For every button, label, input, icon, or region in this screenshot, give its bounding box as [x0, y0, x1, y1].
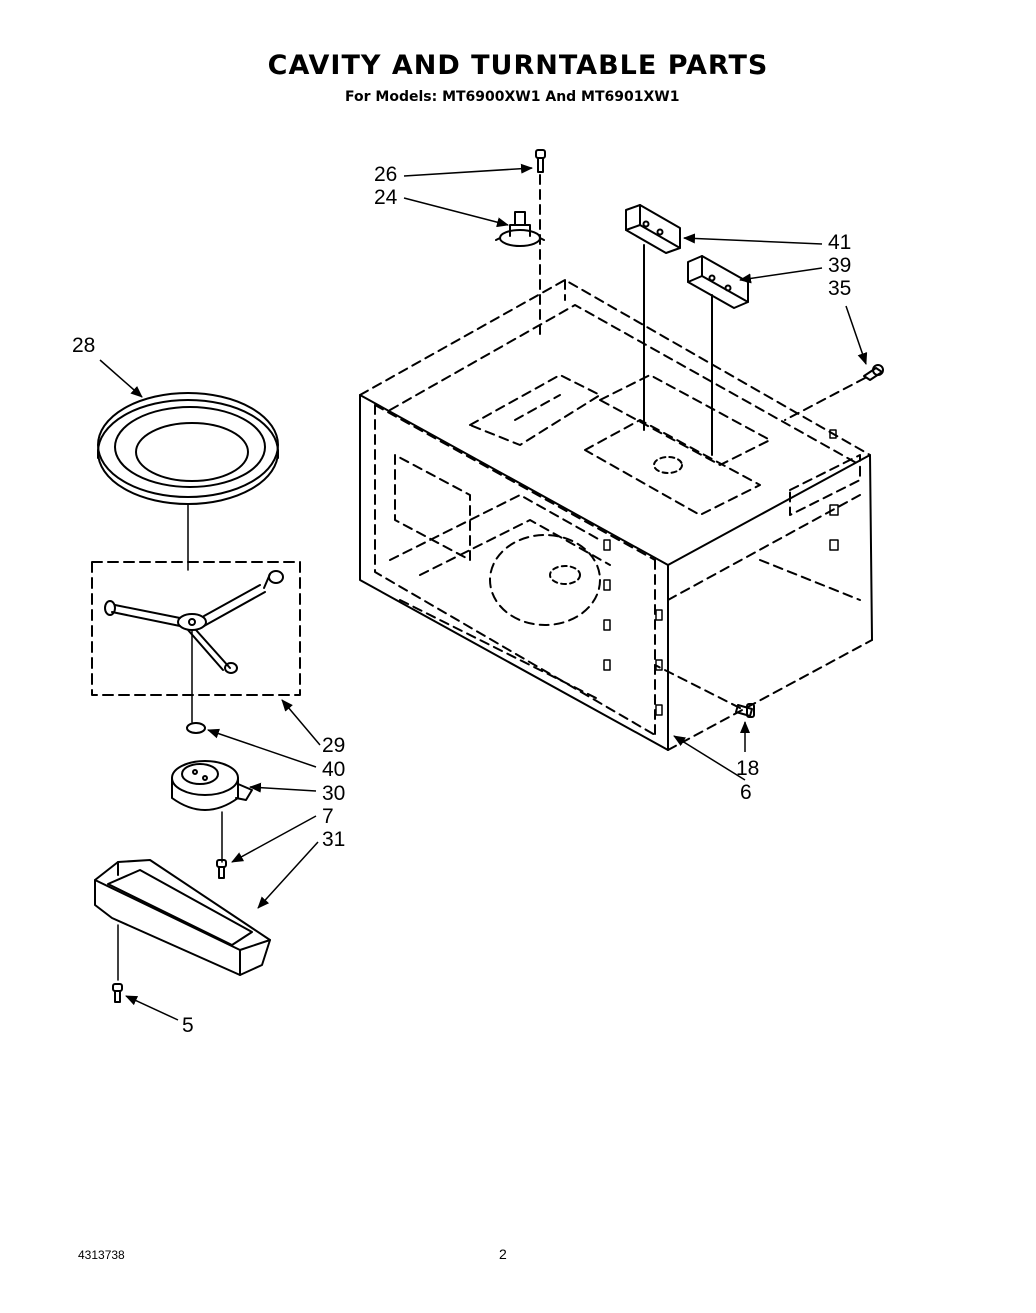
leader-35 [845, 305, 868, 365]
leader-28 [99, 359, 143, 398]
callout-24: 24 [374, 186, 398, 209]
callout-18: 18 [736, 757, 759, 780]
leader-29 [281, 699, 321, 746]
roller-support-part-29 [91, 561, 301, 696]
callout-7: 7 [322, 805, 334, 828]
callout-41: 41 [828, 231, 851, 254]
leader-7 [231, 815, 317, 863]
cavity-part-6 [359, 174, 873, 751]
washer-part-40 [186, 722, 206, 734]
leader-31 [257, 841, 319, 909]
screw-part-35 [863, 364, 884, 381]
bracket-part-39 [687, 255, 749, 309]
callout-26: 26 [374, 163, 397, 186]
callout-30: 30 [322, 782, 345, 805]
page-number: 2 [499, 1246, 507, 1262]
bottom-cover-part-31 [94, 859, 271, 976]
page-subtitle: For Models: MT6900XW1 And MT6901XW1 [345, 89, 680, 105]
leader-40 [207, 728, 317, 768]
screw-part-26 [535, 149, 546, 173]
callout-6: 6 [740, 781, 752, 804]
bracket-part-41 [625, 204, 681, 254]
document-number: 4313738 [78, 1248, 125, 1262]
callout-39: 39 [828, 254, 851, 277]
leader-24 [403, 197, 509, 228]
screw-part-5 [112, 983, 123, 1003]
leader-41 [683, 233, 823, 245]
callout-28: 28 [72, 334, 95, 357]
leader-6 [673, 735, 746, 781]
thermal-cutout-part-24 [495, 211, 545, 247]
leader-30 [249, 782, 317, 793]
callout-29: 29 [322, 734, 345, 757]
motor-part-30 [171, 760, 253, 811]
leader-5 [125, 995, 179, 1021]
callout-31: 31 [322, 828, 345, 851]
screw-part-7 [216, 859, 227, 879]
callout-40: 40 [322, 758, 345, 781]
leader-26 [403, 163, 533, 177]
callout-35: 35 [828, 277, 851, 300]
glass-tray-part-28 [97, 392, 279, 505]
page-title: CAVITY AND TURNTABLE PARTS [267, 50, 769, 81]
leader-39 [739, 267, 823, 284]
callout-5: 5 [182, 1014, 194, 1037]
screw-part-18 [735, 703, 755, 718]
